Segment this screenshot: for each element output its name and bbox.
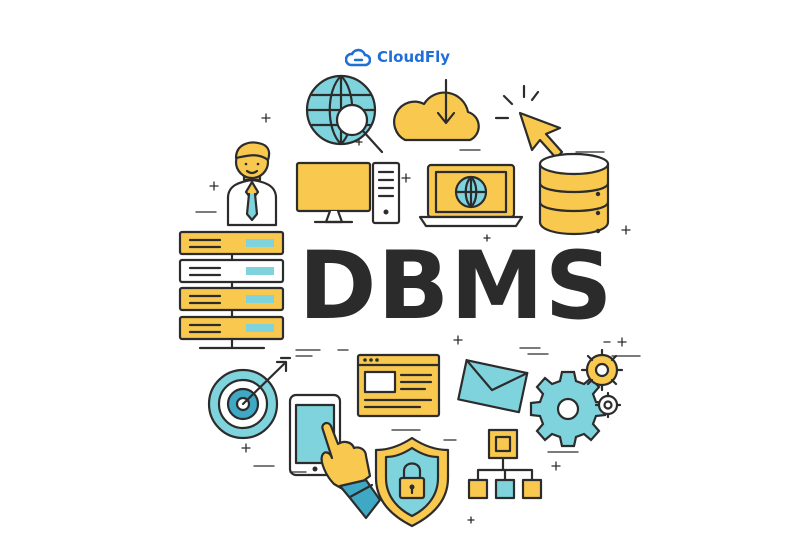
email-icon [457,359,529,414]
webpage-icon [356,353,441,418]
brand-name: CloudFly [377,48,451,66]
smartphone-touch-icon [288,393,382,520]
gears-icon [529,348,624,448]
server-rack-icon [178,230,285,350]
cloud-download-icon [393,78,480,142]
laptop-globe-icon [418,163,524,228]
target-icon [207,356,292,440]
cloudfly-logo: CloudFly [345,44,450,70]
security-shield-icon [374,436,450,528]
page-title: DBMS [298,232,614,341]
user-avatar-icon [226,141,278,227]
cloud-icon [345,48,371,67]
database-icon [538,152,610,236]
hierarchy-icon [467,428,543,500]
cursor-click-icon [494,84,564,160]
globe-search-icon [305,74,384,154]
desktop-computer-icon [295,161,401,225]
